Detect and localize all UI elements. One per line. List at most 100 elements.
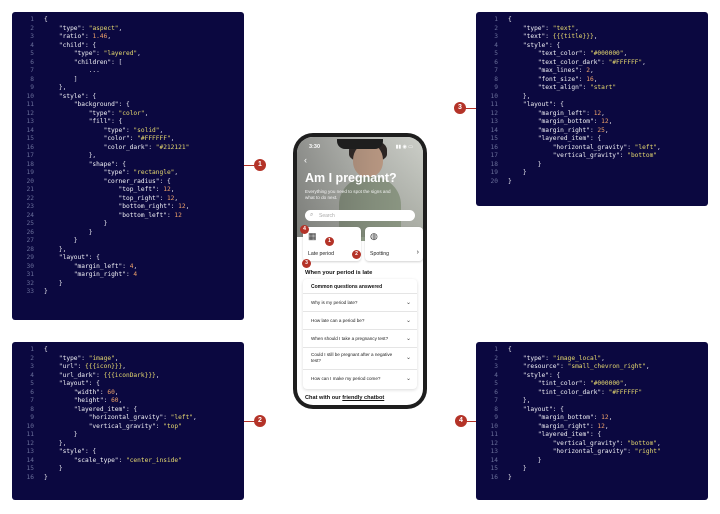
- chatbot-link[interactable]: friendly chatbot: [342, 395, 385, 401]
- code-line: 16}: [476, 474, 708, 483]
- code-text: "margin_right": 4: [73, 271, 138, 278]
- faq-item[interactable]: When should I take a pregnancy test? ⌄: [303, 329, 417, 348]
- code-text: "tint_color_dark": "#FFFFFF": [537, 388, 643, 396]
- code-text: "bottom_left": 12: [118, 211, 182, 219]
- line-number: 11: [490, 431, 498, 438]
- code-text: }: [44, 220, 108, 227]
- code-text: },: [44, 439, 67, 447]
- code-line: 2 "type": "aspect",: [12, 25, 244, 34]
- line-number: 12: [26, 439, 34, 447]
- phone-mockup: 3:30 ▮▮ ◉ ▭ ‹ Am I pregnant? Everything …: [293, 133, 427, 409]
- spotting-icon: ◍: [370, 231, 378, 241]
- code-line: 6 "children": [: [12, 59, 244, 68]
- callout-badge-4: 4: [455, 415, 467, 427]
- code-line: 12 },: [12, 440, 244, 449]
- back-arrow-icon[interactable]: ‹: [304, 155, 307, 165]
- line-number: 14: [490, 456, 498, 464]
- line-number: 8: [494, 405, 498, 413]
- code-line: 15 "color": "#FFFFFF",: [12, 135, 244, 144]
- code-text: "type": "image_local",: [522, 354, 605, 362]
- code-text: "type": "aspect",: [58, 24, 123, 32]
- phone-screen: 3:30 ▮▮ ◉ ▭ ‹ Am I pregnant? Everything …: [297, 137, 423, 405]
- line-number: 18: [26, 160, 34, 168]
- code-line: 1{: [12, 346, 244, 355]
- faq-question: How late can a period be?: [311, 318, 365, 323]
- line-number: 16: [490, 143, 498, 151]
- faq-item[interactable]: Could I still be pregnant after a negati…: [303, 347, 417, 370]
- callout-badge-1: 1: [254, 159, 266, 171]
- faq-question: How can I make my period come?: [311, 376, 381, 381]
- line-number: 28: [26, 245, 34, 253]
- line-number: 10: [26, 422, 34, 430]
- line-number: 8: [30, 75, 34, 83]
- status-time: 3:30: [309, 144, 321, 150]
- code-text: {: [508, 16, 512, 23]
- code-line: 29 "layout": {: [12, 254, 244, 263]
- hero-subtitle: Everything you need to spot the signs an…: [305, 189, 391, 200]
- line-number: 22: [26, 194, 34, 202]
- line-number: 6: [494, 388, 498, 396]
- phone-badge-3: 3: [302, 259, 311, 268]
- code-text: "layout": {: [522, 101, 564, 108]
- code-text: "fill": {: [88, 118, 123, 125]
- code-text: "background": {: [73, 101, 130, 108]
- faq-item[interactable]: How can I make my period come? ⌄: [303, 369, 417, 390]
- line-number: 1: [494, 346, 498, 353]
- line-number: 19: [26, 169, 34, 176]
- code-text: "font_size": 16,: [537, 75, 598, 83]
- code-text: "vertical_gravity": "bottom",: [552, 439, 661, 447]
- code-line: 1{: [12, 16, 244, 25]
- code-text: ...: [44, 67, 100, 74]
- code-line: 14 "scale_type": "center_inside": [12, 457, 244, 466]
- code-line: 13 "margin_bottom": 12,: [476, 118, 708, 127]
- code-text: },: [508, 92, 531, 100]
- chevron-down-icon: ⌄: [405, 336, 411, 342]
- code-text: "layout": {: [58, 254, 100, 261]
- line-number: 23: [26, 203, 34, 210]
- line-number: 6: [494, 58, 498, 66]
- code-line: 15 }: [12, 465, 244, 474]
- line-number: 1: [30, 346, 34, 353]
- code-text: "scale_type": "center_inside": [73, 456, 182, 464]
- code-text: "type": "layered",: [73, 50, 141, 57]
- line-number: 5: [494, 380, 498, 387]
- code-line: 28 },: [12, 246, 244, 255]
- card-spotting[interactable]: ◍ Spotting ›: [365, 227, 423, 261]
- code-line: 7 },: [476, 397, 708, 406]
- code-line: 18 "shape": {: [12, 161, 244, 170]
- line-number: 14: [490, 126, 498, 134]
- line-number: 5: [494, 50, 498, 57]
- connector-line-3: [465, 108, 476, 109]
- code-text: }: [508, 456, 542, 464]
- code-line: 12 "vertical_gravity": "bottom",: [476, 440, 708, 449]
- code-text: }: [508, 160, 542, 168]
- phone-notch: [337, 139, 383, 149]
- line-number: 13: [490, 118, 498, 125]
- code-text: }: [44, 279, 63, 287]
- code-text: "tint_color": "#000000",: [537, 380, 628, 387]
- faq-item[interactable]: Why is my period late? ⌄: [303, 293, 417, 312]
- status-icons: ▮▮ ◉ ▭: [395, 144, 413, 150]
- code-text: "top_left": 12,: [118, 186, 175, 193]
- line-number: 11: [490, 101, 498, 108]
- code-text: "horizontal_gravity": "right": [552, 448, 661, 455]
- code-line: 1{: [476, 16, 708, 25]
- code-line: 10 "margin_right": 12,: [476, 423, 708, 432]
- line-number: 25: [26, 220, 34, 227]
- code-line: 3 "url": {{{icon}}},: [12, 363, 244, 372]
- code-line: 10 "vertical_gravity": "top": [12, 423, 244, 432]
- line-number: 12: [26, 109, 34, 117]
- line-number: 16: [26, 473, 34, 481]
- line-number: 15: [490, 465, 498, 472]
- search-input[interactable]: ⌕ Search: [305, 210, 415, 221]
- code-line: 6 "width": 60,: [12, 389, 244, 398]
- line-number: 1: [494, 16, 498, 23]
- code-text: }: [44, 228, 93, 236]
- line-number: 7: [494, 67, 498, 74]
- line-number: 13: [26, 118, 34, 125]
- code-text: "style": {: [58, 92, 97, 100]
- faq-heading: Common questions answered: [311, 284, 383, 290]
- line-number: 15: [26, 465, 34, 472]
- code-line: 15 }: [476, 465, 708, 474]
- faq-item[interactable]: How late can a period be? ⌄: [303, 311, 417, 330]
